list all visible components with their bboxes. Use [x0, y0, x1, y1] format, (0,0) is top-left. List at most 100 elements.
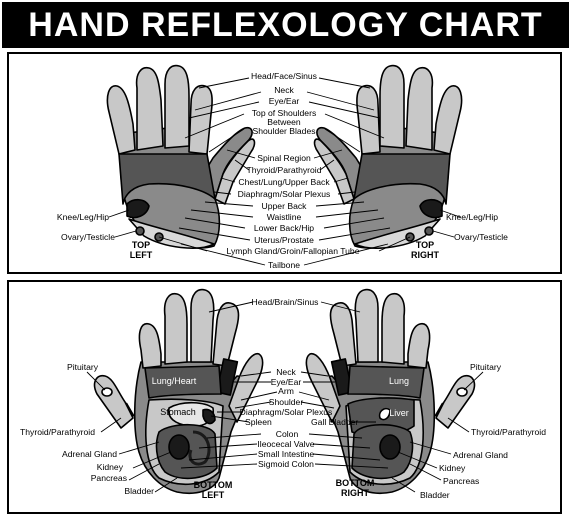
label-upper-back: Upper Back: [261, 201, 307, 211]
top-left-caption-line1: TOP: [131, 240, 151, 250]
label-eye-ear: Eye/Ear: [270, 377, 302, 387]
label-thyroid-parathyroid: Thyroid/Parathyroid: [246, 165, 322, 175]
label-lower-back-hip: Lower Back/Hip: [253, 223, 315, 233]
top-left-ovary-dot: [135, 226, 145, 236]
top-right-caption-line1: TOP: [415, 240, 435, 250]
bottom-hands-illustration: [86, 288, 484, 494]
label-head-face-sinus: Head/Face/Sinus: [251, 71, 317, 81]
bottom-left-index: [212, 302, 240, 367]
top-left-dark-band: [118, 153, 216, 205]
bottom-left-pituitary-thumb: [93, 374, 134, 429]
label-bladder-right: Bladder: [420, 490, 450, 500]
label-pancreas-right: Pancreas: [443, 476, 480, 486]
bottom-panel: Lung/Heart Lung Stomach Liver Head/Brain…: [7, 280, 562, 514]
label-between: Between: [267, 117, 301, 127]
label-neck: Neck: [274, 85, 294, 95]
label-neck: Neck: [276, 367, 296, 377]
bottom-right-caption-line2: RIGHT: [341, 488, 369, 498]
organ-lung: Lung: [388, 376, 410, 386]
chart-title: HAND REFLEXOLOGY CHART: [28, 6, 543, 44]
label-bladder-left: Bladder: [124, 486, 154, 496]
bottom-right-gallbladder: [378, 407, 391, 421]
bottom-leader-lines: [86, 301, 484, 493]
label-lymph-gland: Lymph Gland/Groin/Fallopian Tube: [226, 246, 360, 256]
bottom-left-colon-loop: [188, 430, 211, 466]
top-left-wrist-area: [128, 218, 215, 249]
label-colon: Colon: [275, 429, 299, 439]
bottom-left-lung-heart: [144, 365, 222, 399]
label-ileocecal-valve: Ileocecal Valve: [257, 439, 315, 449]
bottom-right-kidney: [379, 434, 401, 460]
label-spinal-region: Spinal Region: [257, 153, 311, 163]
label-ovary-testicle-left: Ovary/Testicle: [61, 232, 115, 242]
bottom-right-pituitary-thumb: [435, 374, 476, 429]
bottom-left-middle: [190, 288, 215, 363]
organ-stomach: Stomach: [160, 407, 196, 417]
label-pituitary-left: Pituitary: [67, 362, 99, 372]
label-top-of-shoulders: Top of Shoulders: [251, 108, 317, 118]
bottom-left-pituitary-dot: [101, 387, 113, 397]
label-diaphragm-solar-plexus: Diaphragm/Solar Plexus: [237, 189, 331, 199]
top-right-dark-band: [353, 153, 451, 205]
top-right-index: [356, 84, 381, 155]
bottom-left-ring: [163, 292, 188, 365]
title-bar: HAND REFLEXOLOGY CHART: [2, 2, 569, 48]
bottom-right-pinky: [407, 323, 431, 369]
label-diaphragm-solar-plexus: Diaphragm/Solar Plexus: [239, 407, 333, 417]
label-thyroid-parathyroid-right: Thyroid/Parathyroid: [471, 427, 546, 437]
top-right-knee-block: [419, 198, 443, 219]
label-chest-lung-upper-back: Chest/Lung/Upper Back: [238, 177, 330, 187]
top-left-knee-block: [126, 198, 150, 219]
bottom-right-middle: [354, 288, 379, 363]
label-head-brain-sinus: Head/Brain/Sinus: [251, 297, 319, 307]
top-right-caption-line2: RIGHT: [411, 250, 439, 260]
label-arm: Arm: [278, 386, 294, 396]
bottom-right-hand: [305, 288, 476, 494]
top-right-pinky: [433, 85, 463, 155]
organ-lung-heart: Lung/Heart: [151, 376, 197, 386]
label-shoulder: Shoulder: [268, 397, 304, 407]
label-small-intestine: Small Intestine: [257, 449, 315, 459]
top-right-hand: [313, 64, 463, 249]
top-hands-illustration: [106, 64, 463, 266]
bottom-left-caption-line2: LEFT: [201, 490, 225, 500]
bottom-left-hand: [93, 288, 264, 494]
top-left-ring: [135, 66, 164, 151]
label-adrenal-gland-left: Adrenal Gland: [62, 449, 117, 459]
top-right-wrist-area: [354, 218, 441, 249]
top-left-caption: TOP LEFT: [130, 240, 153, 260]
label-uterus-prostate: Uterus/Prostate: [254, 235, 314, 245]
label-waistline: Waistline: [266, 212, 302, 222]
label-thyroid-parathyroid-left: Thyroid/Parathyroid: [20, 427, 95, 437]
organ-liver: Liver: [389, 408, 409, 418]
top-left-caption-line2: LEFT: [129, 250, 153, 260]
top-panel: Head/Face/Sinus Neck Eye/Ear Top of Shou…: [7, 52, 562, 274]
top-left-pinky: [106, 85, 136, 155]
label-sigmoid-colon: Sigmoid Colon: [258, 459, 314, 469]
label-gall-bladder: Gall Bladder: [311, 417, 359, 427]
top-left-middle: [164, 64, 190, 149]
label-knee-leg-hip-right: Knee/Leg/Hip: [446, 212, 499, 222]
bottom-right-ring: [381, 292, 406, 365]
top-left-index: [188, 84, 213, 155]
bottom-right-index: [329, 302, 357, 367]
label-kidney-left: Kidney: [96, 462, 123, 472]
label-adrenal-gland-right: Adrenal Gland: [453, 450, 508, 460]
bottom-left-caption-line1: BOTTOM: [193, 480, 233, 490]
top-right-ring: [405, 66, 434, 151]
label-knee-leg-hip-left: Knee/Leg/Hip: [56, 212, 109, 222]
bottom-left-caption: BOTTOM LEFT: [194, 480, 233, 500]
label-spleen: Spleen: [245, 417, 272, 427]
top-right-caption: TOP RIGHT: [411, 240, 439, 260]
label-eye-ear: Eye/Ear: [268, 96, 300, 106]
bottom-right-pituitary-dot: [456, 387, 468, 397]
label-pituitary-right: Pituitary: [470, 362, 502, 372]
label-kidney-right: Kidney: [439, 463, 466, 473]
label-pancreas-left: Pancreas: [90, 473, 127, 483]
top-left-hand: [106, 64, 256, 249]
bottom-left-kidney: [168, 434, 190, 460]
label-ovary-testicle-right: Ovary/Testicle: [454, 232, 508, 242]
bottom-left-pinky: [138, 323, 162, 369]
top-leader-lines: [108, 77, 461, 266]
